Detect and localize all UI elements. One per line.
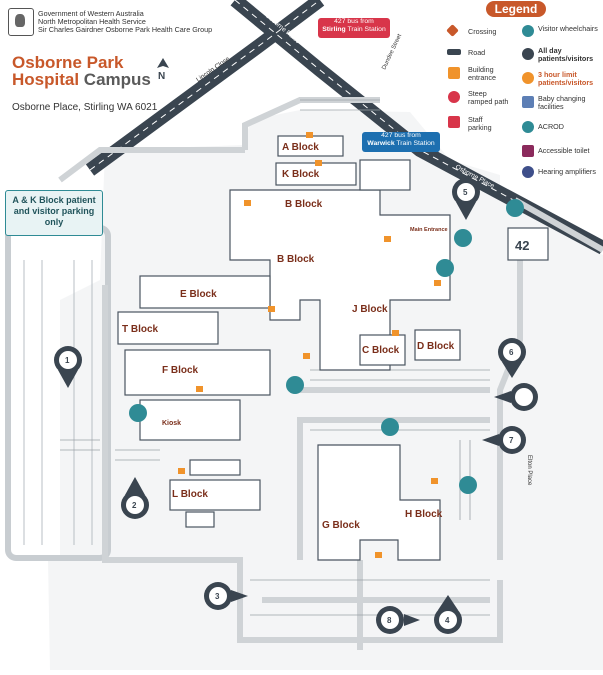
car-park-6 <box>498 338 526 378</box>
legend-all-day: All day patients/visitors <box>538 46 594 63</box>
label-g-block: G Block <box>322 520 360 531</box>
entrance-markers <box>178 132 441 558</box>
acrod-icon <box>522 121 534 133</box>
car-park-unnumbered-right <box>494 383 538 411</box>
label-a-block: A Block <box>282 142 319 153</box>
wa-government-logo <box>8 8 34 36</box>
legend-steep-ramp: Steep ramped path <box>468 89 509 106</box>
bus-warwick-route: 427 bus from <box>381 132 421 139</box>
car-park-8 <box>376 606 420 634</box>
label-l-block: L Block <box>172 489 208 500</box>
road-icon <box>447 49 461 55</box>
legend-building-entrance: Building entrance <box>468 65 496 82</box>
title-campus: Campus <box>83 70 151 89</box>
address: Osborne Place, Stirling WA 6021 <box>12 102 158 113</box>
car-park-5-number: 5 <box>463 188 468 197</box>
label-h-block: H Block <box>405 509 443 520</box>
label-f-block: F Block <box>162 365 199 376</box>
page-title: Osborne Park Hospital Campus <box>12 54 151 88</box>
car-park-7 <box>482 426 526 454</box>
bus-warwick: 427 bus from Warwick Train Station <box>362 132 440 152</box>
legend: Legend Crossing Road Building entrance S… <box>440 0 603 190</box>
three-hour-parking-icon <box>522 72 534 84</box>
car-park-3 <box>204 582 248 610</box>
label-c-block: C Block <box>362 345 400 356</box>
car-park-1-number: 1 <box>65 356 70 365</box>
acrod-pins <box>129 199 524 494</box>
all-day-parking-icon <box>522 48 534 60</box>
bus-warwick-suffix: Train Station <box>396 140 435 147</box>
bus-stirling-route: 427 bus from <box>334 18 374 25</box>
legend-staff-parking: Staff parking <box>468 115 492 132</box>
gov-line-1: Government of Western Australia <box>38 9 144 18</box>
car-park-4-number: 4 <box>445 616 450 625</box>
car-park-6-number: 6 <box>509 348 514 357</box>
car-park-5 <box>452 178 480 220</box>
title-line-1: Osborne Park <box>12 53 124 72</box>
label-kiosk: Kiosk <box>162 420 181 427</box>
car-park-3-number: 3 <box>215 592 220 601</box>
car-park-4 <box>434 595 462 634</box>
bus-stirling-stop: Stirling <box>322 26 346 33</box>
car-park-pins <box>54 178 538 634</box>
baby-changing-icon <box>522 96 534 108</box>
bus-stirling: 427 bus from Stirling Train Station <box>318 18 390 38</box>
car-park-7-number: 7 <box>509 436 514 445</box>
bus-stirling-suffix: Train Station <box>347 26 386 33</box>
label-e-block: E Block <box>180 289 217 300</box>
legend-road: Road <box>468 48 486 57</box>
label-j-block: J Block <box>352 304 388 315</box>
car-park-2-number: 2 <box>132 501 137 510</box>
legend-acrod: ACROD <box>538 122 564 131</box>
street-dundee: Dundee Street <box>381 33 403 71</box>
label-t-block: T Block <box>122 324 159 335</box>
title-hospital: Hospital <box>12 70 80 89</box>
legend-title: Legend <box>486 1 546 17</box>
crossing-icon <box>446 24 459 37</box>
gov-line-3: Sir Charles Gairdner Osborne Park Health… <box>38 25 213 34</box>
label-k-block: K Block <box>282 169 320 180</box>
label-b-block-main: B Block <box>277 254 315 265</box>
label-d-block: D Block <box>417 341 455 352</box>
legend-hearing-amplifiers: Hearing amplifiers <box>538 167 596 176</box>
car-park-2 <box>121 477 149 519</box>
north-label: N <box>158 71 165 80</box>
building-42 <box>507 227 549 261</box>
hearing-amplifier-icon <box>522 166 534 178</box>
legend-three-hour: 3 hour limit patients/visitors <box>538 70 594 87</box>
buildings <box>117 135 461 561</box>
north-arrow: N <box>155 58 171 82</box>
building-entrance-icon <box>448 67 460 79</box>
car-park-1 <box>54 346 82 388</box>
government-text: Government of Western Australia North Me… <box>38 10 212 34</box>
label-main-entrance: Main Entrance <box>410 227 448 233</box>
bus-warwick-stop: Warwick <box>367 140 395 147</box>
callout-text: A & K Block patient and visitor parking … <box>12 195 96 227</box>
steep-ramp-icon <box>448 91 460 103</box>
wheelchair-icon <box>522 25 534 37</box>
legend-crossing: Crossing <box>468 27 497 36</box>
gov-line-2: North Metropolitan Health Service <box>38 17 146 26</box>
legend-baby-changing: Baby changing facilities <box>538 94 586 111</box>
car-park-8-number: 8 <box>387 616 392 625</box>
header: Government of Western Australia North Me… <box>8 8 238 118</box>
label-42: 42 <box>515 238 529 253</box>
legend-accessible-toilet: Accessible toilet <box>538 146 590 155</box>
legend-visitor-wheelchairs: Visitor wheelchairs <box>538 24 598 33</box>
a-k-parking-callout: A & K Block patient and visitor parking … <box>5 190 103 236</box>
accessible-toilet-icon <box>522 145 534 157</box>
label-b-block-top: B Block <box>285 199 323 210</box>
staff-parking-icon <box>448 116 460 128</box>
street-elton-place: Elton Place <box>526 455 532 486</box>
